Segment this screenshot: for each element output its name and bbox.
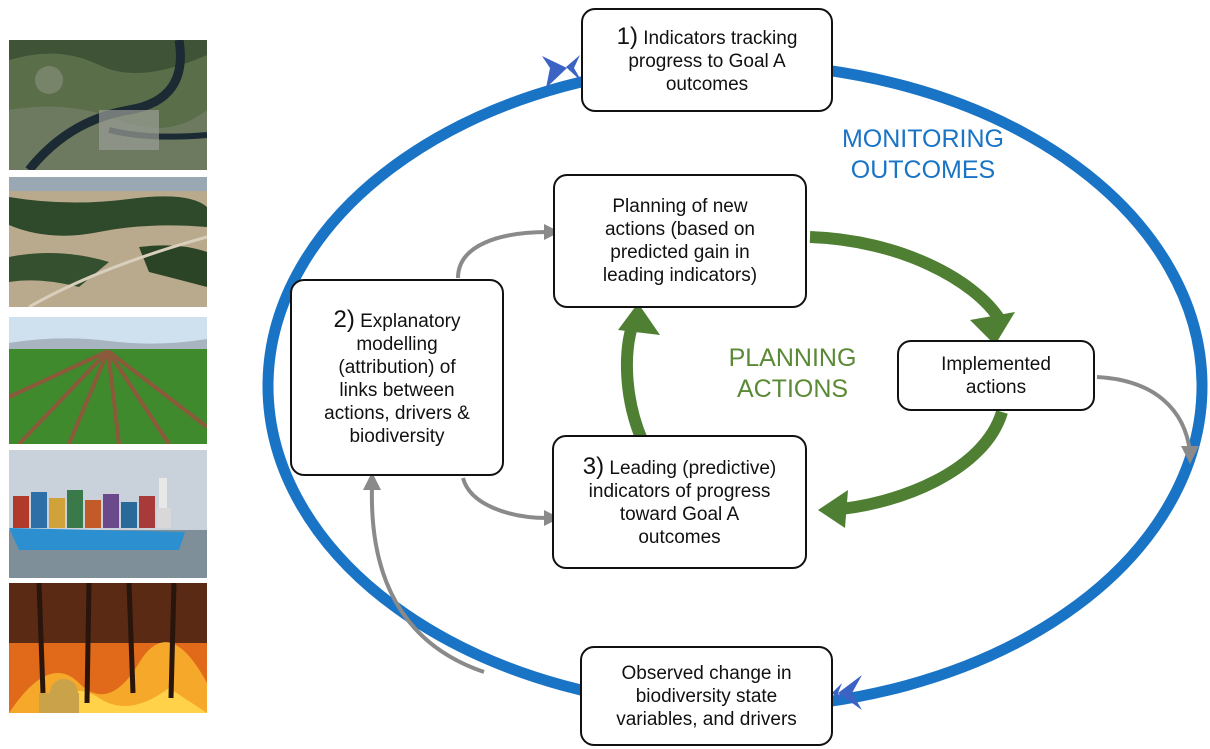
box-text: Planning of new actions (based on predic… (602, 196, 758, 286)
box-text: Observed change in biodiversity state va… (616, 662, 797, 730)
box-number: 2) (333, 305, 355, 333)
box-text: Indicators tracking progress to Goal A o… (628, 27, 798, 95)
monitoring-arrowhead-top (542, 56, 567, 88)
satellite-landscape-photo (9, 40, 207, 170)
planning-arrow-to-implemented (809, 231, 1006, 324)
connector-implemented-to-ring (1096, 375, 1192, 453)
box-text: Implemented actions (941, 353, 1051, 398)
container-ship-photo (9, 450, 207, 578)
box-text: Explanatory modelling (attribution) of l… (324, 310, 470, 447)
deforestation-photo (9, 177, 207, 307)
wildfire-photo (9, 583, 207, 713)
box-planning-new-actions: Planning of new actions (based on predic… (553, 174, 807, 308)
label-monitoring-outcomes: MONITORING OUTCOMES (841, 125, 1005, 184)
box-indicators-tracking: 1) Indicators tracking progress to Goal … (581, 8, 833, 112)
box-leading-indicators: 3) Leading (predictive) indicators of pr… (552, 435, 807, 569)
connector-observed-to-explanatory (369, 485, 485, 674)
box-implemented-actions: Implemented actions (897, 340, 1095, 411)
box-explanatory-modelling: 2) Explanatory modelling (attribution) o… (290, 279, 504, 476)
monitoring-arrowhead-bottom (838, 675, 862, 710)
box-number: 1) (616, 22, 638, 50)
box-observed-change: Observed change in biodiversity state va… (580, 646, 833, 746)
planning-arrow-to-planning (620, 315, 648, 443)
planning-arrow-to-leading (829, 410, 1008, 516)
box-number: 3) (582, 453, 605, 480)
connector-explanatory-to-leading (461, 477, 549, 520)
connector-explanatory-to-planning (456, 230, 549, 279)
label-planning-actions: PLANNING ACTIONS (728, 344, 857, 403)
box-text: Leading (predictive) indicators of progr… (588, 458, 777, 548)
farmland-photo (9, 317, 207, 444)
